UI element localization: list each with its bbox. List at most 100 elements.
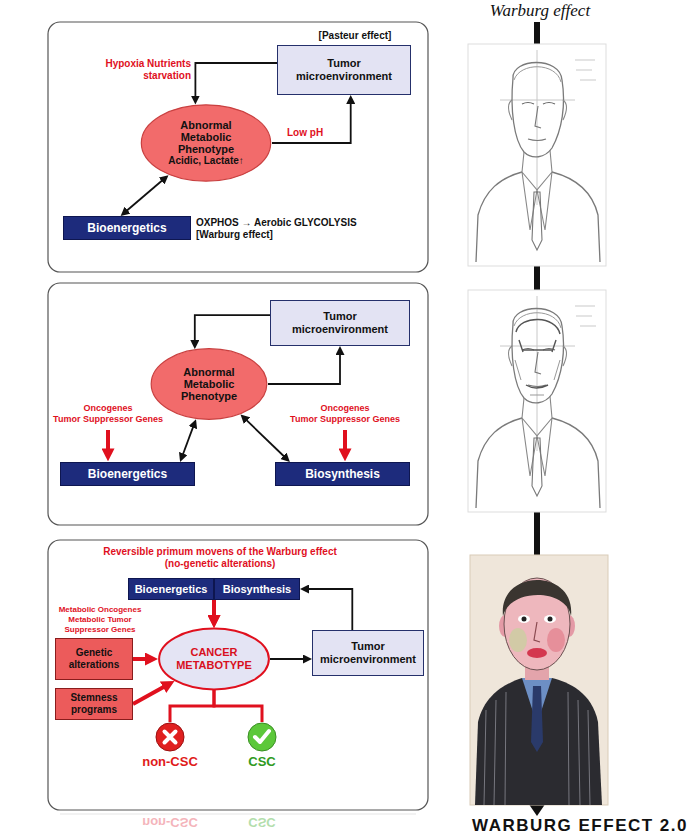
- node-text: CSC: [230, 754, 294, 770]
- decor-part: [476, 50, 600, 262]
- decor-part: [476, 296, 600, 508]
- connector: [272, 102, 351, 143]
- text-wrap: Stemness programs: [60, 692, 128, 716]
- environment-box: Tumor microenvironment: [277, 45, 411, 95]
- decor-part: [544, 615, 556, 623]
- connector: [183, 426, 194, 455]
- diagram-title: Warburg effect: [455, 1, 625, 21]
- annotation-label: Tumor Suppressor Genes: [287, 414, 403, 425]
- text-wrap: Bioenergetics: [68, 221, 186, 235]
- text-wrap: Abnormal Metabolic PhenotypeAcidic, Lact…: [157, 119, 255, 167]
- reflection-text: CSC: [230, 815, 294, 829]
- connector: [214, 690, 262, 722]
- decor-part: [518, 615, 530, 623]
- node-text: Abnormal Metabolic Phenotype: [165, 366, 252, 402]
- process-box: Bioenergetics: [128, 578, 214, 600]
- decor-part: [468, 290, 606, 512]
- node-text: Biosynthesis: [280, 467, 405, 481]
- decor-part: [475, 678, 602, 805]
- node-text: Bioenergetics: [133, 583, 209, 596]
- panel-frame: [48, 540, 428, 810]
- connector: [270, 658, 305, 660]
- status-icon: [155, 722, 185, 752]
- edge-label: Low pH: [286, 127, 344, 139]
- text-wrap: non-CSC: [138, 752, 202, 770]
- text-wrap: CSC: [230, 752, 294, 770]
- annotation-label: [Pasteur effect]: [290, 30, 420, 42]
- annotation-label: Reversible primum movens of the Warburg …: [95, 546, 345, 570]
- panel-reflection: [60, 813, 416, 814]
- annotation-label: OXPHOS → Aerobic GLYCOLYSIS: [196, 217, 424, 229]
- text-wrap: Biosynthesis: [219, 583, 295, 596]
- decor-part: [503, 580, 571, 616]
- node-text: Abnormal Metabolic Phenotype: [157, 119, 255, 155]
- connector: [212, 600, 216, 618]
- diagram-caption: WARBURG EFFECT 2.0: [395, 816, 688, 836]
- connector: [246, 419, 285, 457]
- decor-part: [531, 686, 543, 752]
- check-mark: [255, 731, 269, 742]
- connector: [133, 657, 148, 661]
- icon-circle: [248, 723, 276, 751]
- driver-box: Stemness programs: [55, 688, 133, 720]
- connector: [195, 315, 270, 342]
- node-text: Tumor microenvironment: [317, 640, 419, 666]
- ellipse-shape: [141, 105, 270, 181]
- connector: [307, 589, 352, 630]
- annotation-label: Metabolic Oncogenes: [48, 605, 152, 615]
- annotation-label: Oncogenes: [50, 403, 166, 414]
- outcome-icon: non-CSC: [138, 722, 202, 774]
- text-wrap: Biosynthesis: [280, 467, 405, 481]
- portrait-sketch: [468, 290, 606, 512]
- annotation-label: Oncogenes: [287, 403, 403, 414]
- decor-part: [509, 628, 527, 652]
- node-text: Acidic, Lactate↑: [157, 155, 255, 167]
- text-wrap: Genetic alterations: [60, 647, 128, 671]
- node-text: CANCER METABOTYPE: [173, 646, 256, 672]
- process-box: Biosynthesis: [214, 578, 300, 600]
- text-wrap: Tumor microenvironment: [317, 640, 419, 666]
- connector: [268, 353, 340, 384]
- decor-part: [547, 628, 565, 652]
- text-wrap: Bioenergetics: [133, 583, 209, 596]
- decor-part: [468, 44, 606, 266]
- ellipse-shape: [159, 629, 269, 690]
- phenotype-ellipse: Abnormal Metabolic PhenotypeAcidic, Lact…: [140, 104, 272, 182]
- edge-label: Hypoxia Nutrients starvation: [100, 58, 192, 82]
- node-text: Bioenergetics: [68, 221, 186, 235]
- node-text: Stemness programs: [60, 692, 128, 716]
- cross-mark: [165, 732, 176, 743]
- connector: [126, 180, 163, 212]
- leader-arrow: [106, 430, 110, 451]
- icon-circle: [156, 723, 184, 751]
- decor-part: [515, 360, 560, 395]
- phenotype-ellipse: Abnormal Metabolic Phenotype: [150, 348, 268, 420]
- portrait-painting: [470, 555, 608, 805]
- node-text: non-CSC: [138, 754, 202, 770]
- annotation-label: Metabolic Tumor Suppressor Genes: [48, 615, 152, 635]
- connector: [133, 686, 165, 704]
- decor-part: [470, 555, 608, 805]
- panel-frame: [48, 22, 428, 272]
- text-wrap: Abnormal Metabolic Phenotype: [165, 366, 252, 402]
- decor-part: [522, 617, 527, 622]
- driver-box: Genetic alterations: [55, 638, 133, 680]
- node-text: Biosynthesis: [219, 583, 295, 596]
- leader-arrow: [343, 430, 347, 451]
- node-text: Tumor microenvironment: [282, 57, 406, 83]
- node-text: Bioenergetics: [65, 467, 190, 481]
- environment-box: Tumor microenvironment: [312, 630, 424, 676]
- environment-box: Tumor microenvironment: [270, 300, 410, 346]
- connector: [195, 63, 277, 97]
- decor-part: [548, 617, 553, 622]
- decor-part: [527, 648, 547, 658]
- node-text: Genetic alterations: [60, 647, 128, 671]
- outcome-icon: CSC: [230, 722, 294, 774]
- text-wrap: CANCER METABOTYPE: [173, 646, 256, 672]
- node-text: Tumor microenvironment: [275, 310, 405, 336]
- reflection-text: non-CSC: [138, 815, 202, 829]
- portrait-sketch: [468, 44, 606, 266]
- annotation-label: [Warburg effect]: [196, 229, 424, 241]
- ellipse-shape: [151, 349, 267, 420]
